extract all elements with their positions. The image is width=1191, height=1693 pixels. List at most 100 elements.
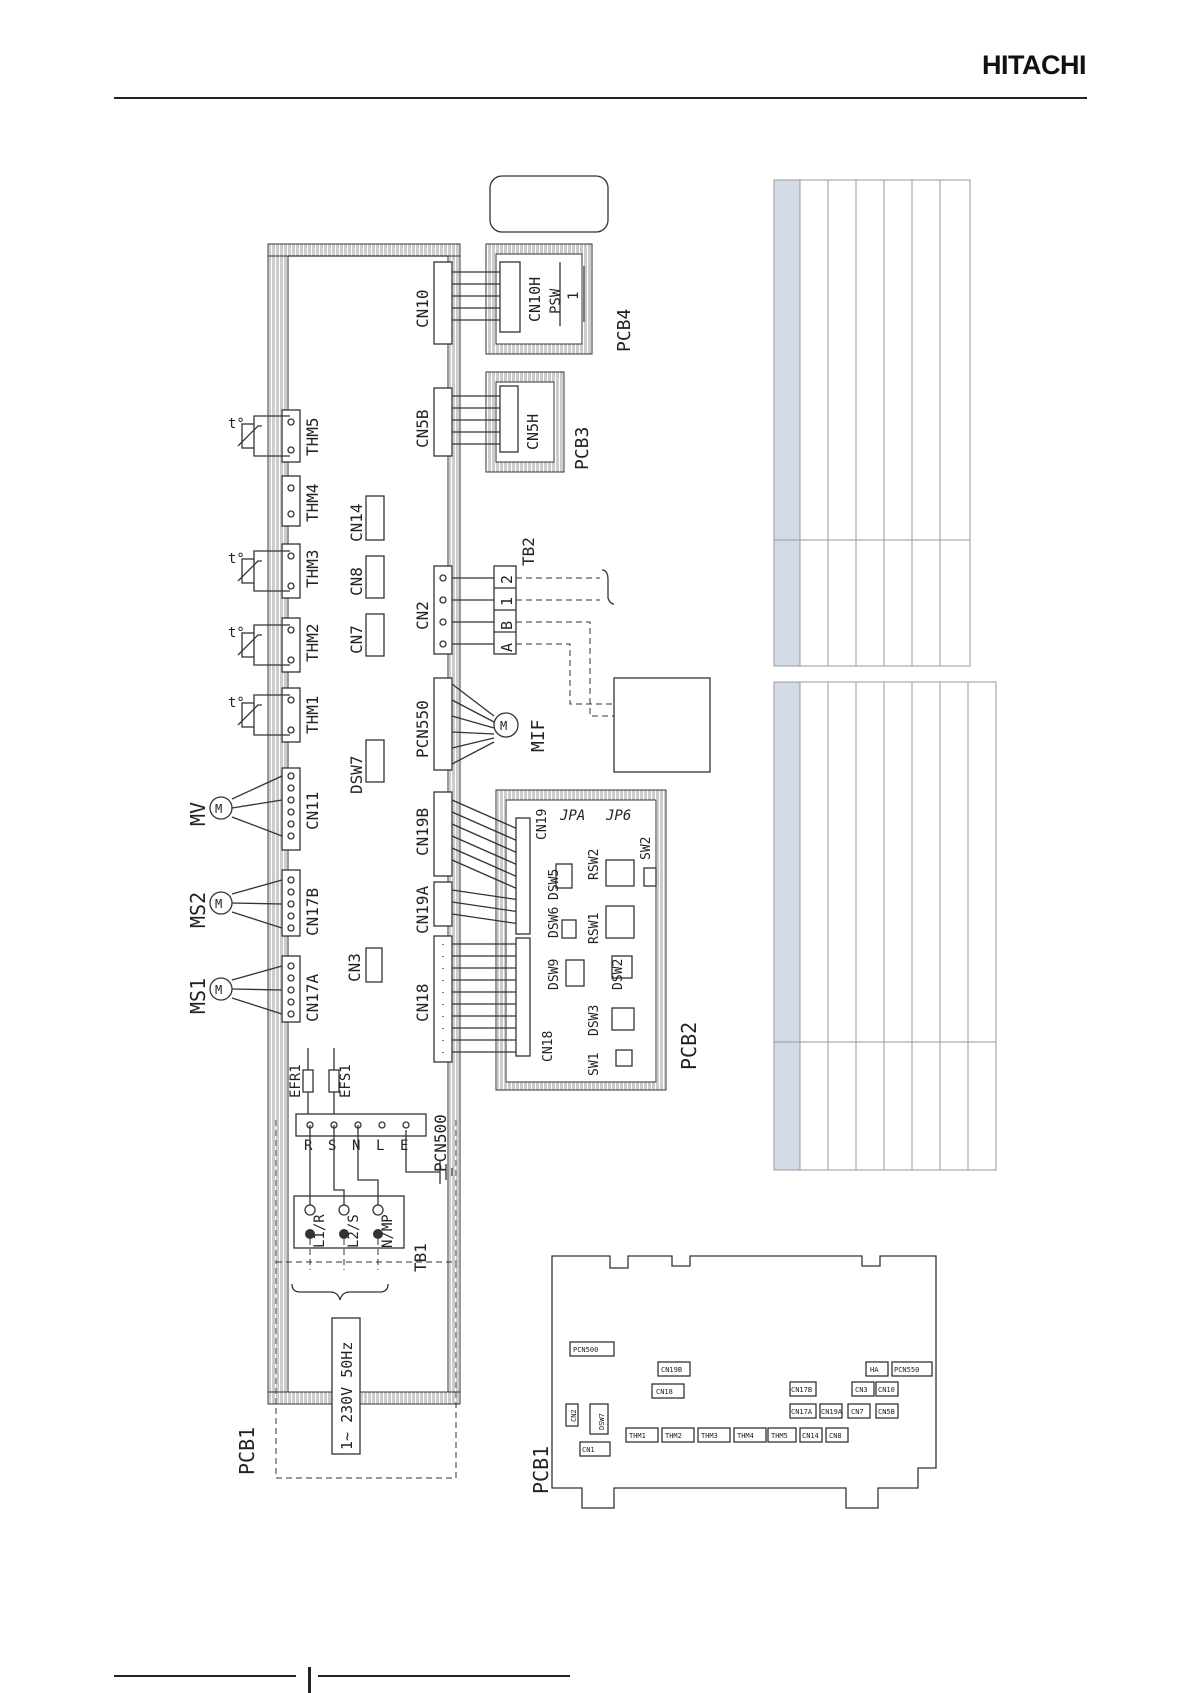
thm3-label: THM3 xyxy=(303,549,322,588)
layout-cn3: CN3 xyxy=(855,1386,868,1394)
layout-pcn550: PCN550 xyxy=(894,1366,919,1374)
tb1-terminal-l2s: L2/S xyxy=(346,1214,362,1248)
cn19b-label: CN19B xyxy=(413,808,432,856)
pcb2-dsw6: DSW6 xyxy=(547,907,562,938)
pcb1-layout-board xyxy=(551,1255,937,1509)
thm2-label: THM2 xyxy=(303,623,322,662)
connector-thm2 xyxy=(281,617,301,673)
thm5-label: THM5 xyxy=(303,417,322,456)
ms2-label: MS2 xyxy=(186,892,210,928)
cn11-label: CN11 xyxy=(303,791,322,830)
pcb3-board xyxy=(452,371,565,473)
efs1-label: EFS1 xyxy=(338,1064,354,1098)
layout-cn17b: CN17B xyxy=(791,1386,812,1394)
pcb4-board xyxy=(452,243,593,355)
pcb1-dashed-frame xyxy=(275,1120,457,1262)
tb2-terminal-a: A xyxy=(498,643,516,652)
pcb2-cn19: CN19 xyxy=(535,809,550,840)
fuse-efs1 xyxy=(328,1048,340,1114)
pcn500-label: PCN500 xyxy=(431,1114,450,1172)
pcb2-dsw3: DSW3 xyxy=(587,1005,602,1036)
terminal-r: R xyxy=(304,1138,313,1154)
pcb4-switch-pos: 1 xyxy=(566,292,582,300)
svg-text:t°: t° xyxy=(228,551,245,567)
connector-cn5b xyxy=(433,387,453,457)
svg-text:t°: t° xyxy=(228,625,245,641)
layout-thm2: THM2 xyxy=(665,1432,682,1440)
layout-pcn500: PCN500 xyxy=(573,1346,598,1354)
svg-text:t°: t° xyxy=(228,416,245,432)
pcb2-jp6: JP6 xyxy=(605,808,631,824)
pcb2-board xyxy=(451,789,667,1091)
tb2-terminal-1: 1 xyxy=(498,597,516,606)
layout-thm3: THM3 xyxy=(701,1432,718,1440)
terminal-l: L xyxy=(376,1138,384,1154)
connector-cn2 xyxy=(433,565,453,655)
terminal-e: E xyxy=(400,1138,408,1154)
cn14-label: CN14 xyxy=(347,503,366,542)
connector-thm3 xyxy=(281,543,301,599)
cn10-label: CN10 xyxy=(413,289,432,328)
layout-board-label: PCB1 xyxy=(529,1446,553,1494)
pcb2-cn18: CN18 xyxy=(541,1031,556,1062)
cn17b-label: CN17B xyxy=(303,888,322,936)
motor-mv: M xyxy=(209,775,283,837)
terminal-n: N xyxy=(352,1138,360,1154)
motor-ms1: M xyxy=(209,965,283,1015)
brand-logo: HITACHI xyxy=(982,50,1087,80)
pcb4-psw: PSW xyxy=(548,288,564,314)
pcb2-dsw5: DSW5 xyxy=(547,869,562,900)
layout-part-labels: PCN500 CN19B CN18 CN1 CN2 DSW7 CN17B CN1… xyxy=(570,1346,919,1454)
layout-dsw7: DSW7 xyxy=(598,1413,606,1430)
layout-thm5: THM5 xyxy=(771,1432,788,1440)
layout-cn7: CN7 xyxy=(851,1408,864,1416)
ground-symbol xyxy=(405,1130,453,1184)
pcb2-sw1: SW1 xyxy=(587,1053,602,1076)
pcb1-board xyxy=(267,243,461,1405)
header-rule xyxy=(114,97,1087,99)
terminal-block-tb2 xyxy=(452,565,615,717)
layout-cn8: CN8 xyxy=(829,1432,842,1440)
layout-cn18: CN18 xyxy=(656,1388,673,1396)
layout-thm4: THM4 xyxy=(737,1432,754,1440)
pcb2-rsw1: RSW1 xyxy=(587,913,602,944)
cn8-component xyxy=(365,555,385,599)
layout-cn19a: CN19A xyxy=(821,1408,843,1416)
layout-cn5b: CN5B xyxy=(878,1408,895,1416)
connector-cn18 xyxy=(433,935,453,1063)
power-terminal-strip xyxy=(295,1113,427,1137)
pcb2-jpa: JPA xyxy=(559,808,585,824)
cn17a-label: CN17A xyxy=(303,973,322,1022)
svg-text:M: M xyxy=(215,802,222,816)
connector-thm4 xyxy=(281,475,301,527)
tb2-label: TB2 xyxy=(519,537,538,566)
layout-cn1: CN1 xyxy=(582,1446,595,1454)
connector-thm5 xyxy=(281,409,301,463)
connector-cn11 xyxy=(281,767,301,851)
pcb2-rsw2: RSW2 xyxy=(587,849,602,880)
power-supply-label: 1~ 230V 50Hz xyxy=(338,1342,356,1450)
thermistor-symbols: t° t° t° t° xyxy=(228,415,290,736)
footer-rule-right xyxy=(318,1675,570,1677)
svg-text:M: M xyxy=(500,719,507,733)
supply-brace xyxy=(291,1283,389,1301)
fan-motor-mif: M xyxy=(451,683,519,765)
cn5b-label: CN5B xyxy=(413,409,432,448)
table-lower xyxy=(773,681,997,1171)
pcb2-dsw9: DSW9 xyxy=(547,959,562,990)
pcb2-dsw2: DSW2 xyxy=(611,959,626,990)
tb2-terminal-2: 2 xyxy=(498,575,516,584)
footer-divider xyxy=(308,1667,311,1693)
connector-pcn550 xyxy=(433,677,453,771)
cn14-component xyxy=(365,495,385,541)
mv-label: MV xyxy=(186,802,210,826)
connector-cn17a xyxy=(281,955,301,1023)
tb2-terminal-b: B xyxy=(498,621,516,630)
svg-text:M: M xyxy=(215,983,222,997)
connector-thm1 xyxy=(281,687,301,743)
layout-cn19b: CN19B xyxy=(661,1366,682,1374)
mif-label: MIF xyxy=(528,719,549,752)
cn2-label: CN2 xyxy=(413,601,432,630)
svg-text:M: M xyxy=(215,897,222,911)
